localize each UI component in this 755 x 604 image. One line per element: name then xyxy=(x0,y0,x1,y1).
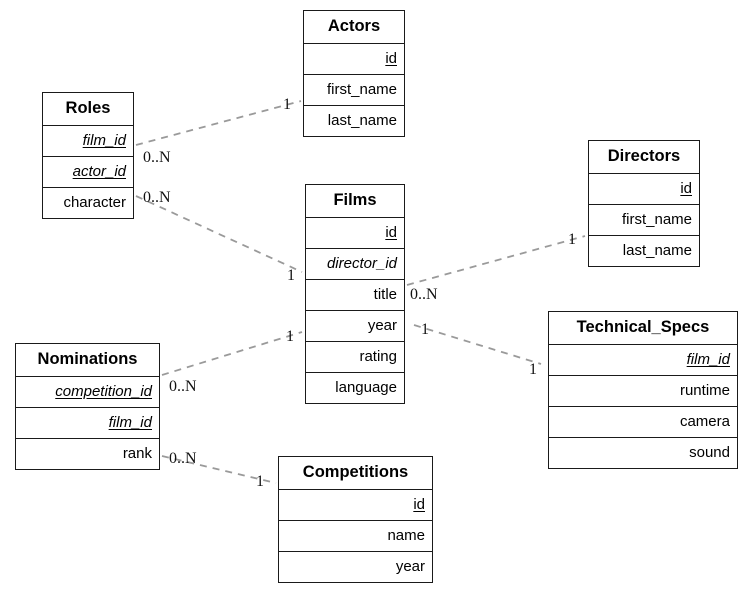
cardinality-label-nominations-films-to: 1 xyxy=(286,328,294,345)
entity-title-actors: Actors xyxy=(304,11,404,44)
entity-directors[interactable]: Directors id first_name last_name xyxy=(588,140,700,267)
attribute-label: rating xyxy=(359,347,397,365)
relationship-line-nominations-films xyxy=(161,331,303,376)
attribute-directors-last_name[interactable]: last_name xyxy=(589,236,699,266)
attribute-label: sound xyxy=(689,443,730,461)
cardinality-label-roles-actors-to: 1 xyxy=(283,96,291,113)
attribute-label: film_id xyxy=(686,350,730,368)
attribute-label: id xyxy=(385,49,397,67)
attribute-films-year[interactable]: year xyxy=(306,311,404,342)
cardinality-label-films-directors-from: 0..N xyxy=(410,286,438,303)
relationship-line-roles-actors xyxy=(135,100,302,146)
cardinality-label-films-directors-to: 1 xyxy=(568,231,576,248)
entity-title-competitions: Competitions xyxy=(279,457,432,490)
attribute-competitions-year[interactable]: year xyxy=(279,552,432,582)
attribute-label: rank xyxy=(122,444,152,462)
attribute-label: id xyxy=(385,223,397,241)
cardinality-label-roles-films-to: 1 xyxy=(287,267,295,284)
attribute-label: last_name xyxy=(327,111,397,129)
attribute-label: film_id xyxy=(108,413,152,431)
attribute-films-rating[interactable]: rating xyxy=(306,342,404,373)
entity-title-directors: Directors xyxy=(589,141,699,174)
attribute-technical_specs-runtime[interactable]: runtime xyxy=(549,376,737,407)
attribute-technical_specs-film_id[interactable]: film_id xyxy=(549,345,737,376)
attribute-competitions-name[interactable]: name xyxy=(279,521,432,552)
attribute-label: film_id xyxy=(82,131,126,149)
attribute-films-id[interactable]: id xyxy=(306,218,404,249)
attribute-technical_specs-sound[interactable]: sound xyxy=(549,438,737,468)
attribute-nominations-competition_id[interactable]: competition_id xyxy=(16,377,159,408)
attribute-label: first_name xyxy=(326,80,397,98)
entity-title-nominations: Nominations xyxy=(16,344,159,377)
attribute-label: id xyxy=(680,179,692,197)
cardinality-label-roles-films-from: 0..N xyxy=(143,189,171,206)
relationship-line-roles-films xyxy=(135,195,303,273)
attribute-actors-id[interactable]: id xyxy=(304,44,404,75)
attribute-nominations-film_id[interactable]: film_id xyxy=(16,408,159,439)
attribute-label: actor_id xyxy=(72,162,126,180)
attribute-label: name xyxy=(387,526,425,544)
cardinality-label-films-technical_specs-to: 1 xyxy=(529,361,537,378)
attribute-label: year xyxy=(367,316,397,334)
attribute-roles-actor_id[interactable]: actor_id xyxy=(43,157,133,188)
cardinality-label-films-technical_specs-from: 1 xyxy=(421,321,429,338)
attribute-directors-id[interactable]: id xyxy=(589,174,699,205)
cardinality-label-nominations-competitions-from: 0..N xyxy=(169,450,197,467)
attribute-nominations-rank[interactable]: rank xyxy=(16,439,159,469)
attribute-technical_specs-camera[interactable]: camera xyxy=(549,407,737,438)
relationship-line-films-technical_specs xyxy=(413,324,542,365)
attribute-actors-first_name[interactable]: first_name xyxy=(304,75,404,106)
attribute-roles-character[interactable]: character xyxy=(43,188,133,218)
entity-roles[interactable]: Roles film_id actor_id character xyxy=(42,92,134,219)
attribute-label: year xyxy=(395,557,425,575)
attribute-label: title xyxy=(373,285,397,303)
entity-title-films: Films xyxy=(306,185,404,218)
attribute-label: camera xyxy=(679,412,730,430)
attribute-directors-first_name[interactable]: first_name xyxy=(589,205,699,236)
attribute-films-language[interactable]: language xyxy=(306,373,404,403)
relationship-line-films-directors xyxy=(406,235,586,286)
attribute-actors-last_name[interactable]: last_name xyxy=(304,106,404,136)
attribute-label: first_name xyxy=(621,210,692,228)
cardinality-label-roles-actors-from: 0..N xyxy=(143,149,171,166)
entity-actors[interactable]: Actors id first_name last_name xyxy=(303,10,405,137)
entity-competitions[interactable]: Competitions id name year xyxy=(278,456,433,583)
attribute-label: last_name xyxy=(622,241,692,259)
attribute-roles-film_id[interactable]: film_id xyxy=(43,126,133,157)
entity-title-roles: Roles xyxy=(43,93,133,126)
cardinality-label-nominations-films-from: 0..N xyxy=(169,378,197,395)
attribute-label: character xyxy=(63,193,126,211)
attribute-label: director_id xyxy=(326,254,397,272)
cardinality-label-nominations-competitions-to: 1 xyxy=(256,473,264,490)
attribute-label: id xyxy=(413,495,425,513)
attribute-films-director_id[interactable]: director_id xyxy=(306,249,404,280)
attribute-label: competition_id xyxy=(55,382,152,400)
attribute-label: language xyxy=(335,378,397,396)
attribute-label: runtime xyxy=(679,381,730,399)
attribute-films-title[interactable]: title xyxy=(306,280,404,311)
entity-title-technical_specs: Technical_Specs xyxy=(549,312,737,345)
attribute-competitions-id[interactable]: id xyxy=(279,490,432,521)
